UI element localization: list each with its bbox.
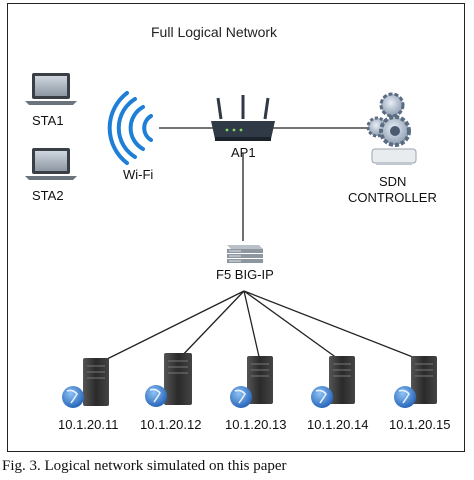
tower-server-globe-icon bbox=[311, 356, 355, 408]
server-3: 10.1.20.13 bbox=[225, 356, 286, 432]
server-label: 10.1.20.12 bbox=[140, 417, 201, 432]
gear-cluster-icon bbox=[366, 92, 417, 165]
diagram-frame: Full Logical Network STA1 STA2 bbox=[7, 3, 465, 452]
tower-server-globe-icon bbox=[145, 353, 192, 407]
tower-server-globe-icon bbox=[230, 356, 273, 408]
link-lb-server-1 bbox=[96, 290, 245, 365]
controller-label-line1: SDN bbox=[379, 174, 406, 189]
server-label: 10.1.20.15 bbox=[389, 417, 450, 432]
access-point-ap1: AP1 bbox=[211, 95, 275, 160]
links bbox=[96, 127, 424, 365]
station-label: STA2 bbox=[32, 188, 64, 203]
server-4: 10.1.20.14 bbox=[307, 356, 368, 432]
access-point-label: AP1 bbox=[231, 145, 256, 160]
sdn-controller: SDN CONTROLLER bbox=[348, 92, 437, 205]
router-icon bbox=[211, 95, 275, 141]
wifi-node: Wi-Fi bbox=[107, 91, 153, 182]
server-5: 10.1.20.15 bbox=[389, 356, 450, 432]
station-label: STA1 bbox=[32, 113, 64, 128]
link-lb-server-5 bbox=[243, 290, 424, 362]
load-balancer-label: F5 BIG-IP bbox=[216, 267, 274, 282]
link-lb-server-2 bbox=[176, 290, 245, 362]
wifi-waves-icon bbox=[107, 91, 153, 165]
diagram-title: Full Logical Network bbox=[151, 24, 278, 40]
station-sta1: STA1 bbox=[25, 73, 77, 128]
load-balancer-f5: F5 BIG-IP bbox=[216, 245, 274, 282]
server-label: 10.1.20.14 bbox=[307, 417, 368, 432]
laptop-icon bbox=[25, 148, 77, 180]
network-diagram: Full Logical Network STA1 STA2 bbox=[25, 24, 450, 432]
server-2: 10.1.20.12 bbox=[140, 353, 201, 432]
link-lb-server-4 bbox=[243, 290, 342, 362]
link-lb-server-3 bbox=[243, 290, 261, 362]
figure-caption: Fig. 3. Logical network simulated on thi… bbox=[2, 458, 287, 474]
server-label: 10.1.20.11 bbox=[58, 417, 118, 432]
wifi-label: Wi-Fi bbox=[123, 167, 153, 182]
controller-label-line2: CONTROLLER bbox=[348, 190, 437, 205]
laptop-icon bbox=[25, 73, 77, 105]
station-sta2: STA2 bbox=[25, 148, 77, 203]
server-1: 10.1.20.11 bbox=[58, 358, 118, 432]
tower-server-globe-icon bbox=[394, 356, 437, 408]
server-label: 10.1.20.13 bbox=[225, 417, 286, 432]
rack-server-icon bbox=[227, 245, 263, 263]
tower-server-globe-icon bbox=[62, 358, 109, 408]
